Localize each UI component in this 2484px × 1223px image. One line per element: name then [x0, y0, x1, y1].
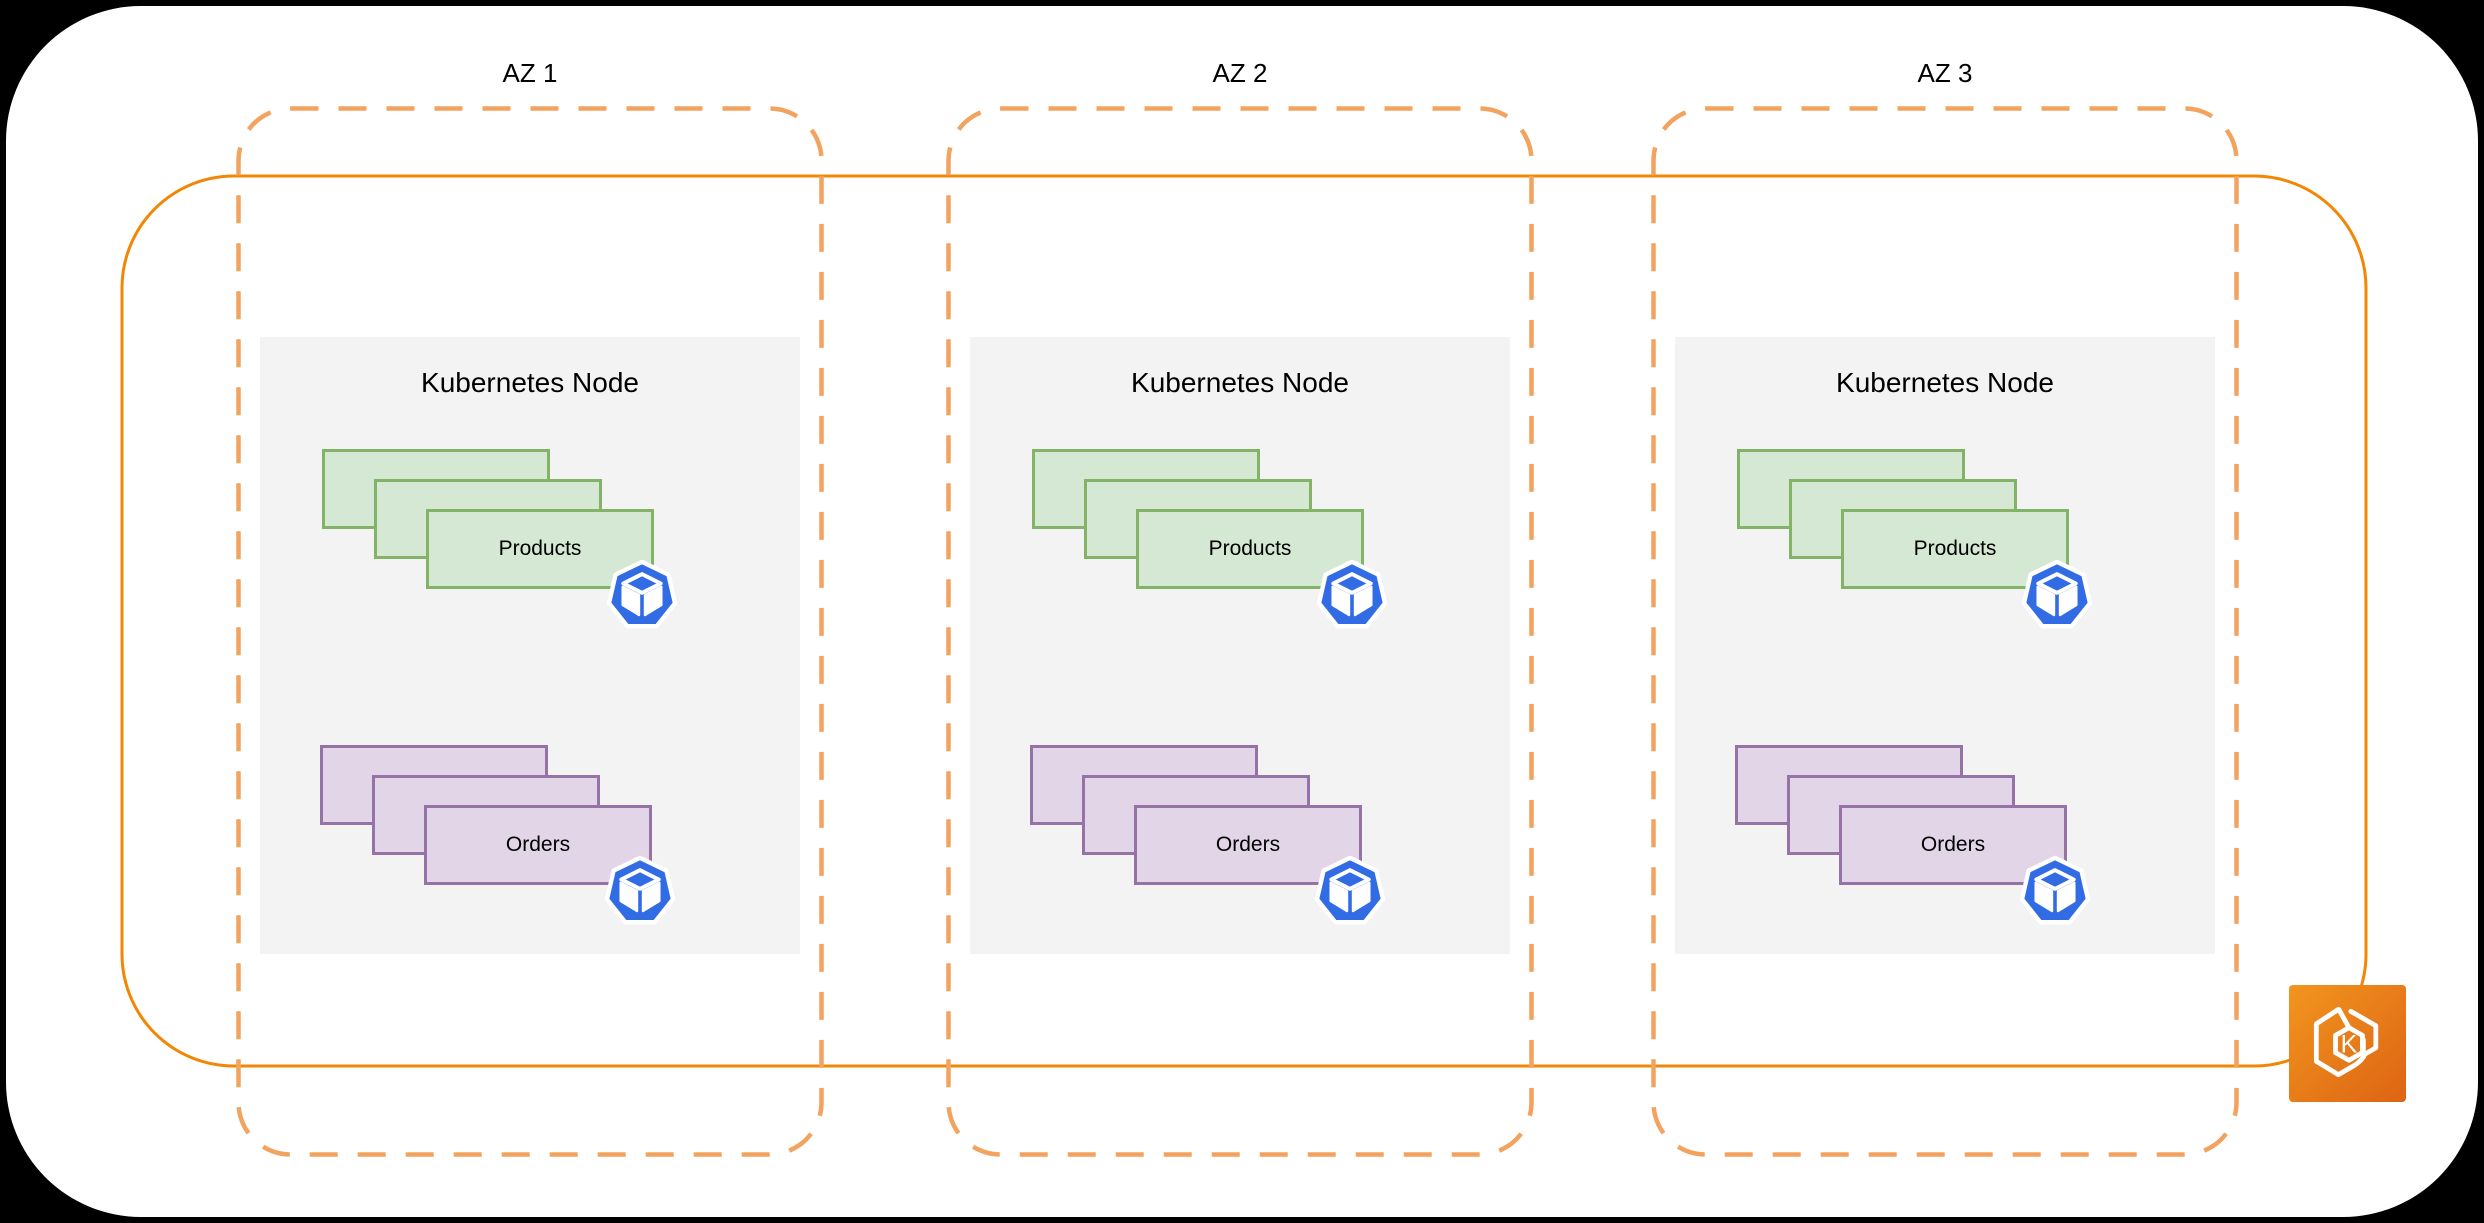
kubernetes-pod-icon — [2021, 559, 2093, 629]
orders-replica-stack: Orders — [1735, 745, 2091, 965]
orders-replica-stack: Orders — [320, 745, 676, 965]
products-label: Products — [1208, 537, 1292, 560]
orders-label: Orders — [505, 833, 571, 856]
kubernetes-node-box: Kubernetes Node Products — [970, 337, 1510, 954]
availability-zone-3: AZ 3 Kubernetes Node Products — [1651, 58, 2239, 1157]
node-title: Kubernetes Node — [1131, 367, 1349, 398]
kubernetes-node-box: Kubernetes Node Products — [1675, 337, 2215, 954]
az-label: AZ 1 — [502, 58, 558, 88]
eks-letter-k: K — [2340, 1030, 2357, 1058]
kubernetes-pod-icon — [1314, 855, 1386, 925]
orders-label: Orders — [1215, 833, 1281, 856]
az-dashed-rect — [236, 106, 824, 1157]
eks-hexagon-glyph: K — [2313, 1006, 2378, 1077]
availability-zone-2: AZ 2 Kubernetes Node Products — [946, 58, 1534, 1157]
products-label: Products — [498, 537, 582, 560]
orders-label: Orders — [1920, 833, 1986, 856]
diagram-canvas: AZ 1 Kubernetes Node Products — [6, 6, 2478, 1217]
kubernetes-pod-icon — [606, 559, 678, 629]
az-dashed-rect — [946, 106, 1534, 1157]
products-replica-stack: Products — [1737, 449, 2093, 669]
az-dashed-rect — [1651, 106, 2239, 1157]
availability-zone-1: AZ 1 Kubernetes Node Products — [236, 58, 824, 1157]
orders-replica-stack: Orders — [1030, 745, 1386, 965]
products-replica-stack: Products — [322, 449, 678, 669]
products-label: Products — [1913, 537, 1997, 560]
az-dashed-border — [1651, 106, 2239, 1157]
az-label: AZ 2 — [1212, 58, 1268, 88]
az-dashed-border — [946, 106, 1534, 1157]
amazon-eks-icon: K — [2289, 985, 2406, 1102]
node-title: Kubernetes Node — [1836, 367, 2054, 398]
kubernetes-pod-icon — [2019, 855, 2091, 925]
kubernetes-pod-icon — [604, 855, 676, 925]
node-title: Kubernetes Node — [421, 367, 639, 398]
az-dashed-border — [236, 106, 824, 1157]
products-replica-stack: Products — [1032, 449, 1388, 669]
az-label: AZ 3 — [1917, 58, 1973, 88]
kubernetes-pod-icon — [1316, 559, 1388, 629]
kubernetes-node-box: Kubernetes Node Products — [260, 337, 800, 954]
